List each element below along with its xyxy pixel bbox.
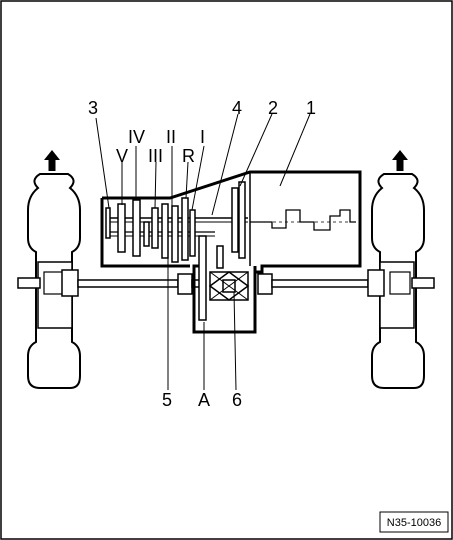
label-3: 3 [88,98,98,118]
label-4: 4 [232,98,242,118]
label-5: 5 [162,390,172,410]
reference-code: N35-10036 [387,517,441,529]
label-gear-ii: II [166,127,176,147]
right-arrow-icon [392,150,408,171]
drive-shaft [17,269,435,297]
label-1: 1 [306,98,316,118]
right-wheel [371,173,425,389]
gearbox-housing [100,170,362,334]
leader-lines [95,113,311,391]
gear-stack [105,197,248,321]
left-arrow-icon [44,150,60,171]
crankshaft [250,209,356,231]
label-a: A [198,390,210,410]
label-2: 2 [268,98,278,118]
label-gear-v: V [116,146,128,166]
callout-labels: 3 4 2 1 V IV III II R I 5 A 6 [88,98,316,410]
label-gear-r: R [182,146,195,166]
label-6: 6 [232,390,242,410]
differential [208,271,250,301]
label-gear-i: I [200,127,205,147]
clutch-disc [231,181,246,259]
label-gear-iv: IV [128,127,145,147]
reference-box: N35-10036 [379,511,449,533]
label-gear-iii: III [148,146,163,166]
